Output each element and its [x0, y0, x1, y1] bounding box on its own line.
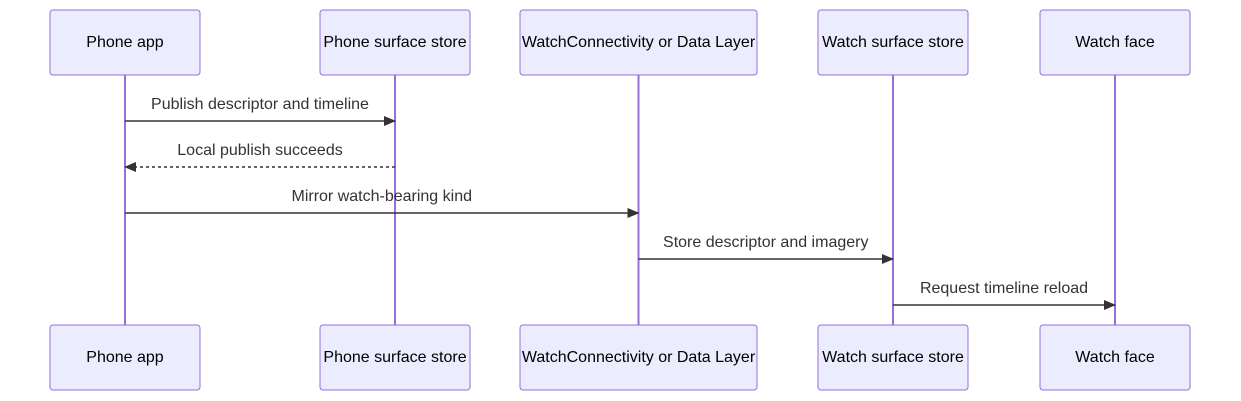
actor-box: [1039, 324, 1191, 391]
message-mirror-watch-bearing-kind: Mirror watch-bearing kind: [125, 188, 640, 218]
actors-top: Phone app Phone surface store WatchConne…: [49, 9, 1191, 76]
actor-label: Watch face: [1075, 349, 1155, 366]
message-publish-descriptor: Publish descriptor and timeline: [125, 96, 396, 126]
actor-top-phone-app[interactable]: Phone app: [49, 9, 201, 76]
message-label: Request timeline reload: [920, 280, 1088, 297]
actor-top-phone-surface-store[interactable]: Phone surface store: [319, 9, 471, 76]
actor-bottom-watch-connectivity[interactable]: WatchConnectivity or Data Layer: [519, 324, 758, 391]
message-request-timeline-reload: Request timeline reload: [893, 280, 1116, 310]
actor-top-watch-surface-store[interactable]: Watch surface store: [817, 9, 969, 76]
message-store-descriptor-imagery: Store descriptor and imagery: [638, 234, 894, 264]
actor-box: [817, 9, 969, 76]
actor-bottom-watch-surface-store[interactable]: Watch surface store: [817, 324, 969, 391]
actor-label: WatchConnectivity or Data Layer: [522, 34, 756, 51]
actor-label: WatchConnectivity or Data Layer: [522, 349, 756, 366]
actor-box: [519, 324, 758, 391]
actor-label: Phone surface store: [323, 34, 466, 51]
actor-label: Watch surface store: [822, 34, 964, 51]
actor-bottom-phone-app[interactable]: Phone app: [49, 324, 201, 391]
actor-label: Phone app: [86, 349, 164, 366]
actor-label: Phone surface store: [323, 349, 466, 366]
messages: Publish descriptor and timeline Local pu…: [124, 96, 1116, 310]
actor-box: [49, 324, 201, 391]
actor-label: Watch surface store: [822, 349, 964, 366]
actor-label: Watch face: [1075, 34, 1155, 51]
message-label: Local publish succeeds: [177, 142, 342, 159]
actor-top-watch-face[interactable]: Watch face: [1039, 9, 1191, 76]
actor-box: [49, 9, 201, 76]
actor-bottom-phone-surface-store[interactable]: Phone surface store: [319, 324, 471, 391]
actor-box: [817, 324, 969, 391]
actor-label: Phone app: [86, 34, 164, 51]
message-label: Mirror watch-bearing kind: [291, 188, 472, 205]
actor-bottom-watch-face[interactable]: Watch face: [1039, 324, 1191, 391]
actor-box: [319, 9, 471, 76]
message-label: Publish descriptor and timeline: [151, 96, 369, 113]
actors-bottom: Phone app Phone surface store WatchConne…: [49, 324, 1191, 391]
actor-box: [1039, 9, 1191, 76]
message-local-publish-succeeds: Local publish succeeds: [124, 142, 395, 172]
actor-top-watch-connectivity[interactable]: WatchConnectivity or Data Layer: [519, 9, 758, 76]
message-label: Store descriptor and imagery: [663, 234, 868, 251]
actor-box: [319, 324, 471, 391]
actor-box: [519, 9, 758, 76]
